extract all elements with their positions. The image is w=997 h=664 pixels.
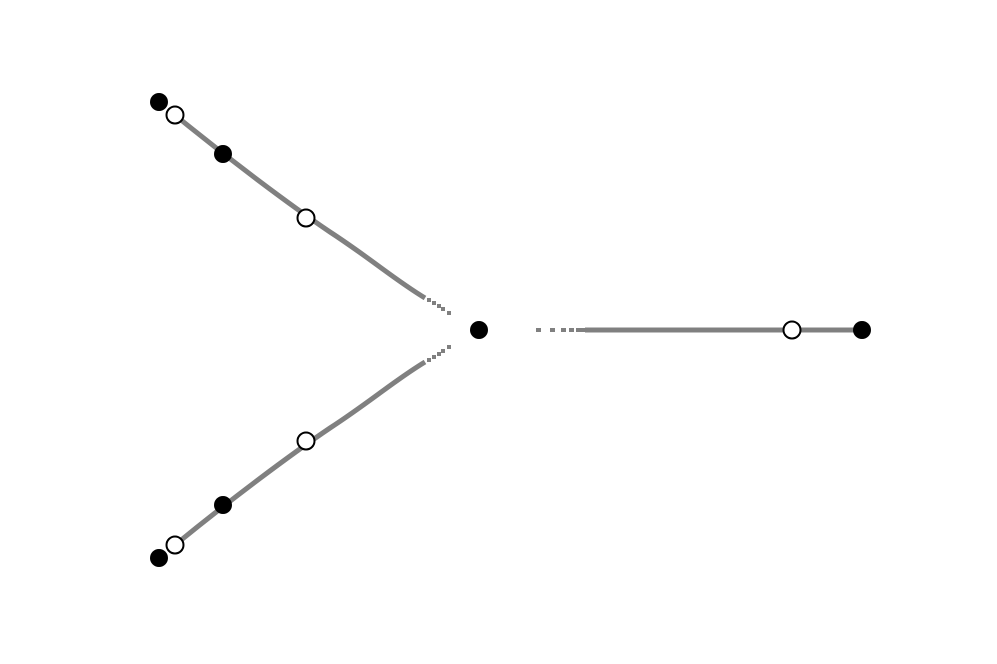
marker-filled-lower-left-end xyxy=(150,549,168,567)
marker-open-upper-left-3 xyxy=(296,208,316,228)
marker-open-lower-left-3 xyxy=(296,431,316,451)
marker-filled-lower-left-2 xyxy=(214,496,232,514)
branch-right-dots xyxy=(536,328,586,332)
marker-filled-upper-left-2 xyxy=(214,145,232,163)
marker-filled-right-end xyxy=(853,321,871,339)
branch-lower-left-dots xyxy=(427,345,451,362)
branch-upper-left-dots xyxy=(427,298,451,315)
marker-open-upper-left-1 xyxy=(165,105,185,125)
marker-open-right-1 xyxy=(782,320,802,340)
marker-filled-center xyxy=(470,321,488,339)
marker-filled-upper-left-end xyxy=(150,93,168,111)
marker-open-lower-left-1 xyxy=(165,535,185,555)
